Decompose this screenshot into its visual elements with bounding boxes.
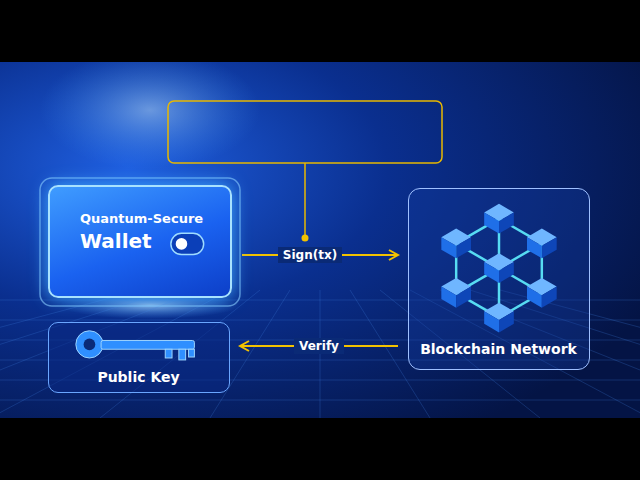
light-flare [40,50,260,170]
letterbox-bar [0,418,640,480]
edge-label: Verify [294,338,344,354]
edge-label: Sign(tx) [278,247,342,263]
letterbox-bar [0,0,640,62]
node-text: Wallet [80,229,152,253]
key-box: Public Key [48,322,230,393]
empty-callout-box [168,101,442,163]
leader-dot [302,235,309,242]
node-text: Blockchain Network [420,341,577,357]
wallet-frame [40,178,240,306]
node-text: Quantum-Secure [80,211,203,226]
network-box: Blockchain Network [408,188,590,370]
leader-line [304,163,306,236]
node-text: Public Key [97,369,179,385]
wallet-box: Quantum-SecureWallet [48,185,232,298]
